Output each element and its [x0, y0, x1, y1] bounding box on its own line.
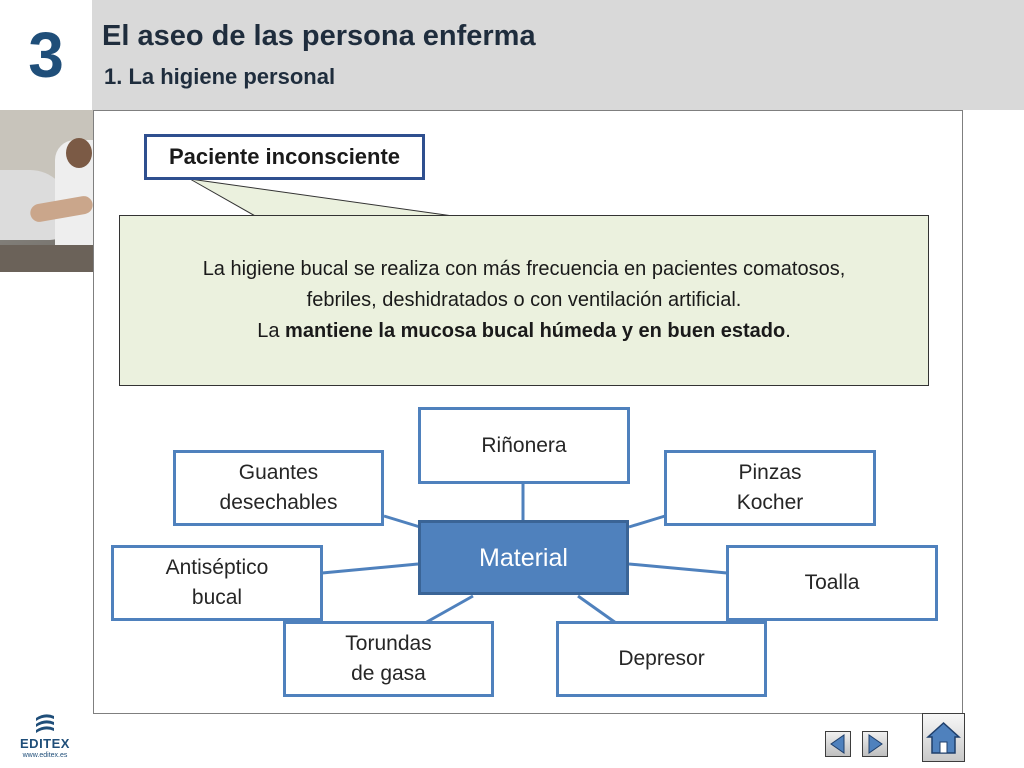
node-guantes: Guantes desechables [173, 450, 384, 526]
home-button[interactable] [922, 713, 965, 762]
triangle-left-icon [830, 734, 845, 754]
callout-line-3: La mantiene la mucosa bucal húmeda y en … [257, 320, 791, 342]
node-torundas: Torundas de gasa [283, 621, 494, 697]
nursing-photo [0, 110, 93, 272]
chapter-number: 3 [28, 19, 64, 91]
logo-url: www.editex.es [22, 752, 68, 759]
node-depresor: Depresor [556, 621, 767, 697]
logo-text: EDITEX [20, 736, 70, 751]
connector-pinzas [628, 514, 666, 529]
connector-guantes [383, 514, 421, 529]
node-material: Material [418, 520, 629, 595]
editex-logo: EDITEX www.editex.es [15, 712, 75, 764]
callout-emphasis: mantiene la mucosa bucal húmeda y en bue… [285, 320, 786, 342]
connector-depresor [577, 594, 617, 625]
node-antiseptico: Antiséptico bucal [111, 545, 323, 621]
slide-subtitle: 1. La higiene personal [104, 64, 336, 89]
connector-torundas [424, 594, 474, 625]
slide-title: El aseo de las persona enferma [102, 20, 536, 52]
editex-logo-icon [36, 714, 54, 733]
next-slide-button[interactable] [862, 731, 888, 757]
house-icon [926, 721, 961, 754]
callout-line-2: febriles, deshidratados o con ventilació… [306, 289, 742, 311]
triangle-right-icon [868, 734, 883, 754]
callout-line-1: La higiene bucal se realiza con más frec… [202, 258, 846, 280]
node-pinzas: Pinzas Kocher [664, 450, 876, 526]
node-toalla: Toalla [726, 545, 938, 621]
connector-toalla [628, 562, 728, 575]
callout-tail [189, 178, 461, 218]
callout-text: La higiene bucal se realiza con más frec… [119, 215, 929, 386]
previous-slide-button[interactable] [825, 731, 851, 757]
connector-antiseptico [321, 562, 419, 575]
header-bar [92, 0, 1024, 110]
node-rinonera: Riñonera [418, 407, 630, 484]
callout-label: Paciente inconsciente [144, 134, 425, 180]
